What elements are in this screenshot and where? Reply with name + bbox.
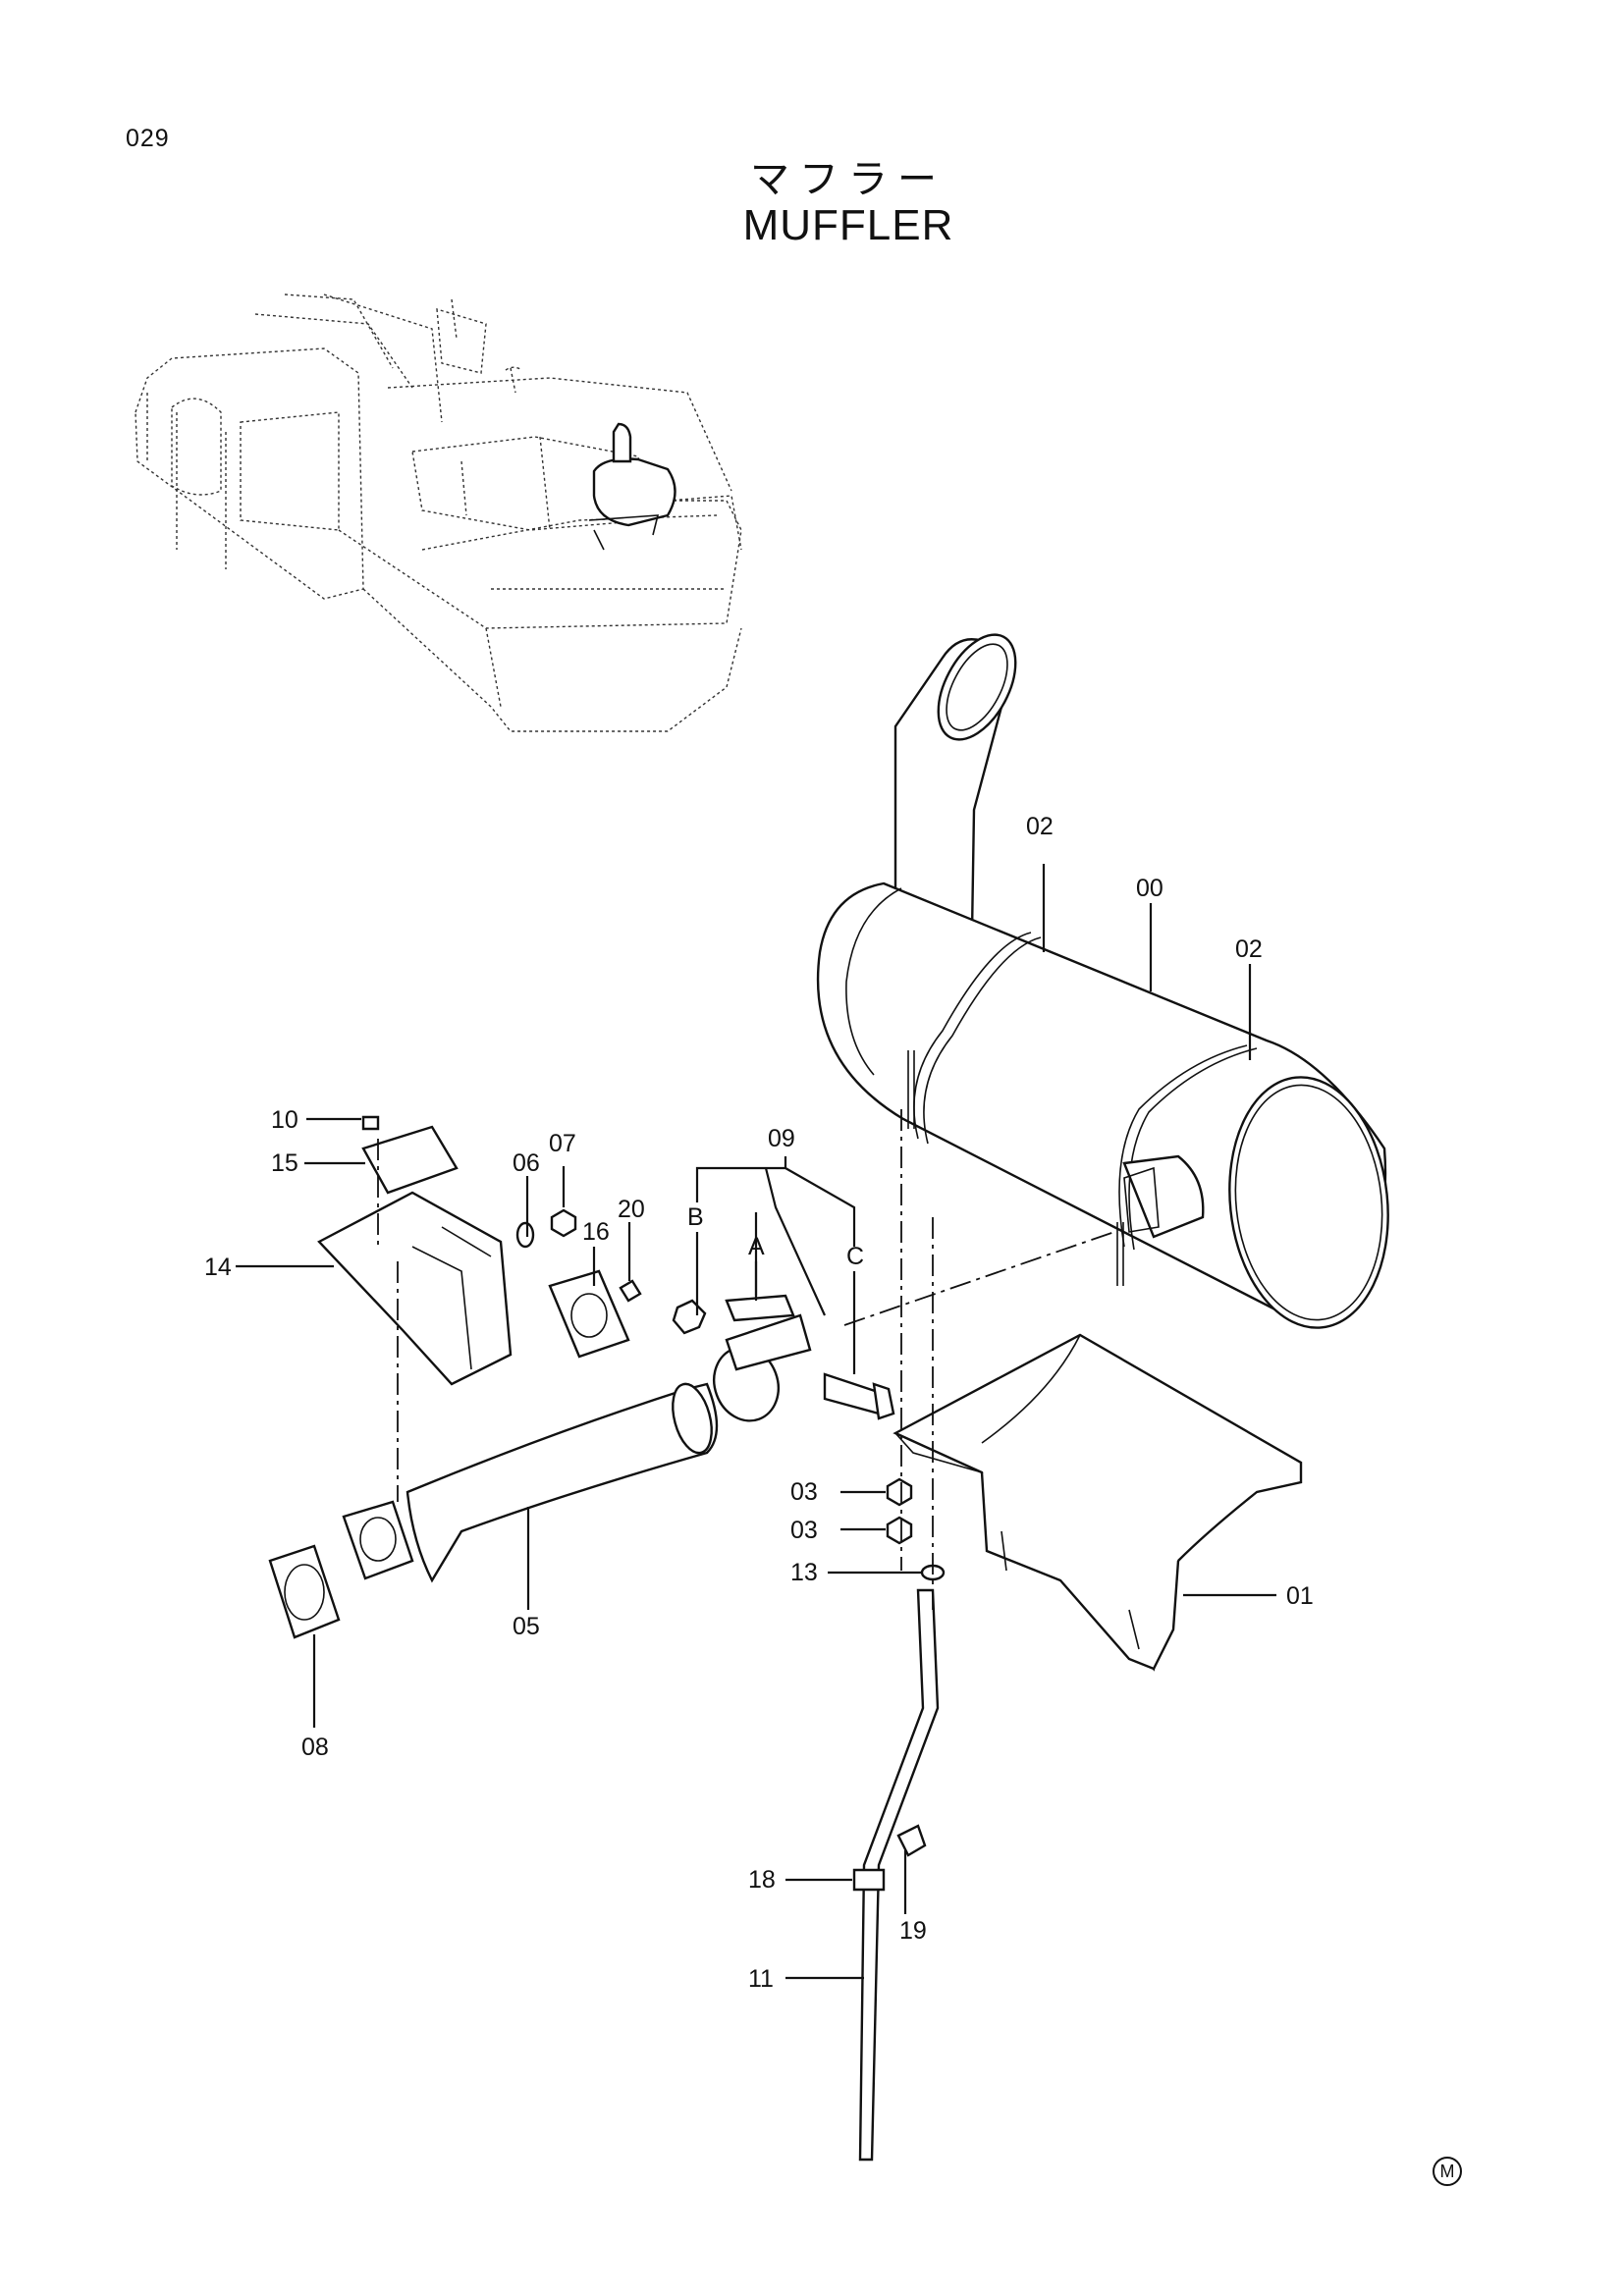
callout-10: 10 (271, 1106, 298, 1134)
callout-19: 19 (899, 1917, 927, 1945)
page-title: MUFFLER (742, 201, 954, 249)
callout-C: C (846, 1243, 864, 1270)
revision-mark: M (1433, 2157, 1462, 2186)
callout-14: 14 (204, 1254, 232, 1281)
callout-13: 13 (790, 1559, 818, 1586)
callout-02-right: 02 (1235, 935, 1263, 963)
callout-11: 11 (748, 1965, 774, 1993)
callout-09: 09 (768, 1125, 795, 1152)
leader-lines (236, 864, 1276, 1980)
callout-01: 01 (1286, 1582, 1314, 1610)
page-number: 029 (126, 125, 170, 152)
gasket[interactable] (268, 1544, 341, 1639)
callout-02-top: 02 (1026, 813, 1054, 840)
muffler-bracket[interactable] (893, 1333, 1303, 1672)
callout-16: 16 (582, 1218, 610, 1246)
callout-15: 15 (271, 1149, 298, 1177)
excavator-overview-illustration (135, 294, 742, 732)
callout-03-lower: 03 (790, 1517, 818, 1544)
callout-A: A (748, 1233, 765, 1260)
callout-B: B (687, 1203, 704, 1231)
callout-05: 05 (513, 1613, 540, 1640)
callout-06: 06 (513, 1149, 540, 1177)
drain-pipe[interactable] (852, 1588, 940, 2162)
callout-00: 00 (1136, 875, 1163, 902)
callout-labels: 02 00 02 01 03 03 13 05 08 06 07 16 20 1… (204, 813, 1314, 1993)
callout-07: 07 (549, 1130, 576, 1157)
callout-08: 08 (301, 1734, 329, 1761)
muffler[interactable] (816, 622, 1400, 1336)
callout-18: 18 (748, 1866, 776, 1894)
heat-cover[interactable] (317, 1125, 630, 1386)
exhaust-pipe[interactable] (342, 1380, 719, 1583)
callout-03-upper: 03 (790, 1478, 818, 1506)
assembly-lines (377, 1109, 1115, 1610)
page-title-japanese: マフラー (750, 157, 947, 202)
callout-20: 20 (618, 1196, 645, 1223)
